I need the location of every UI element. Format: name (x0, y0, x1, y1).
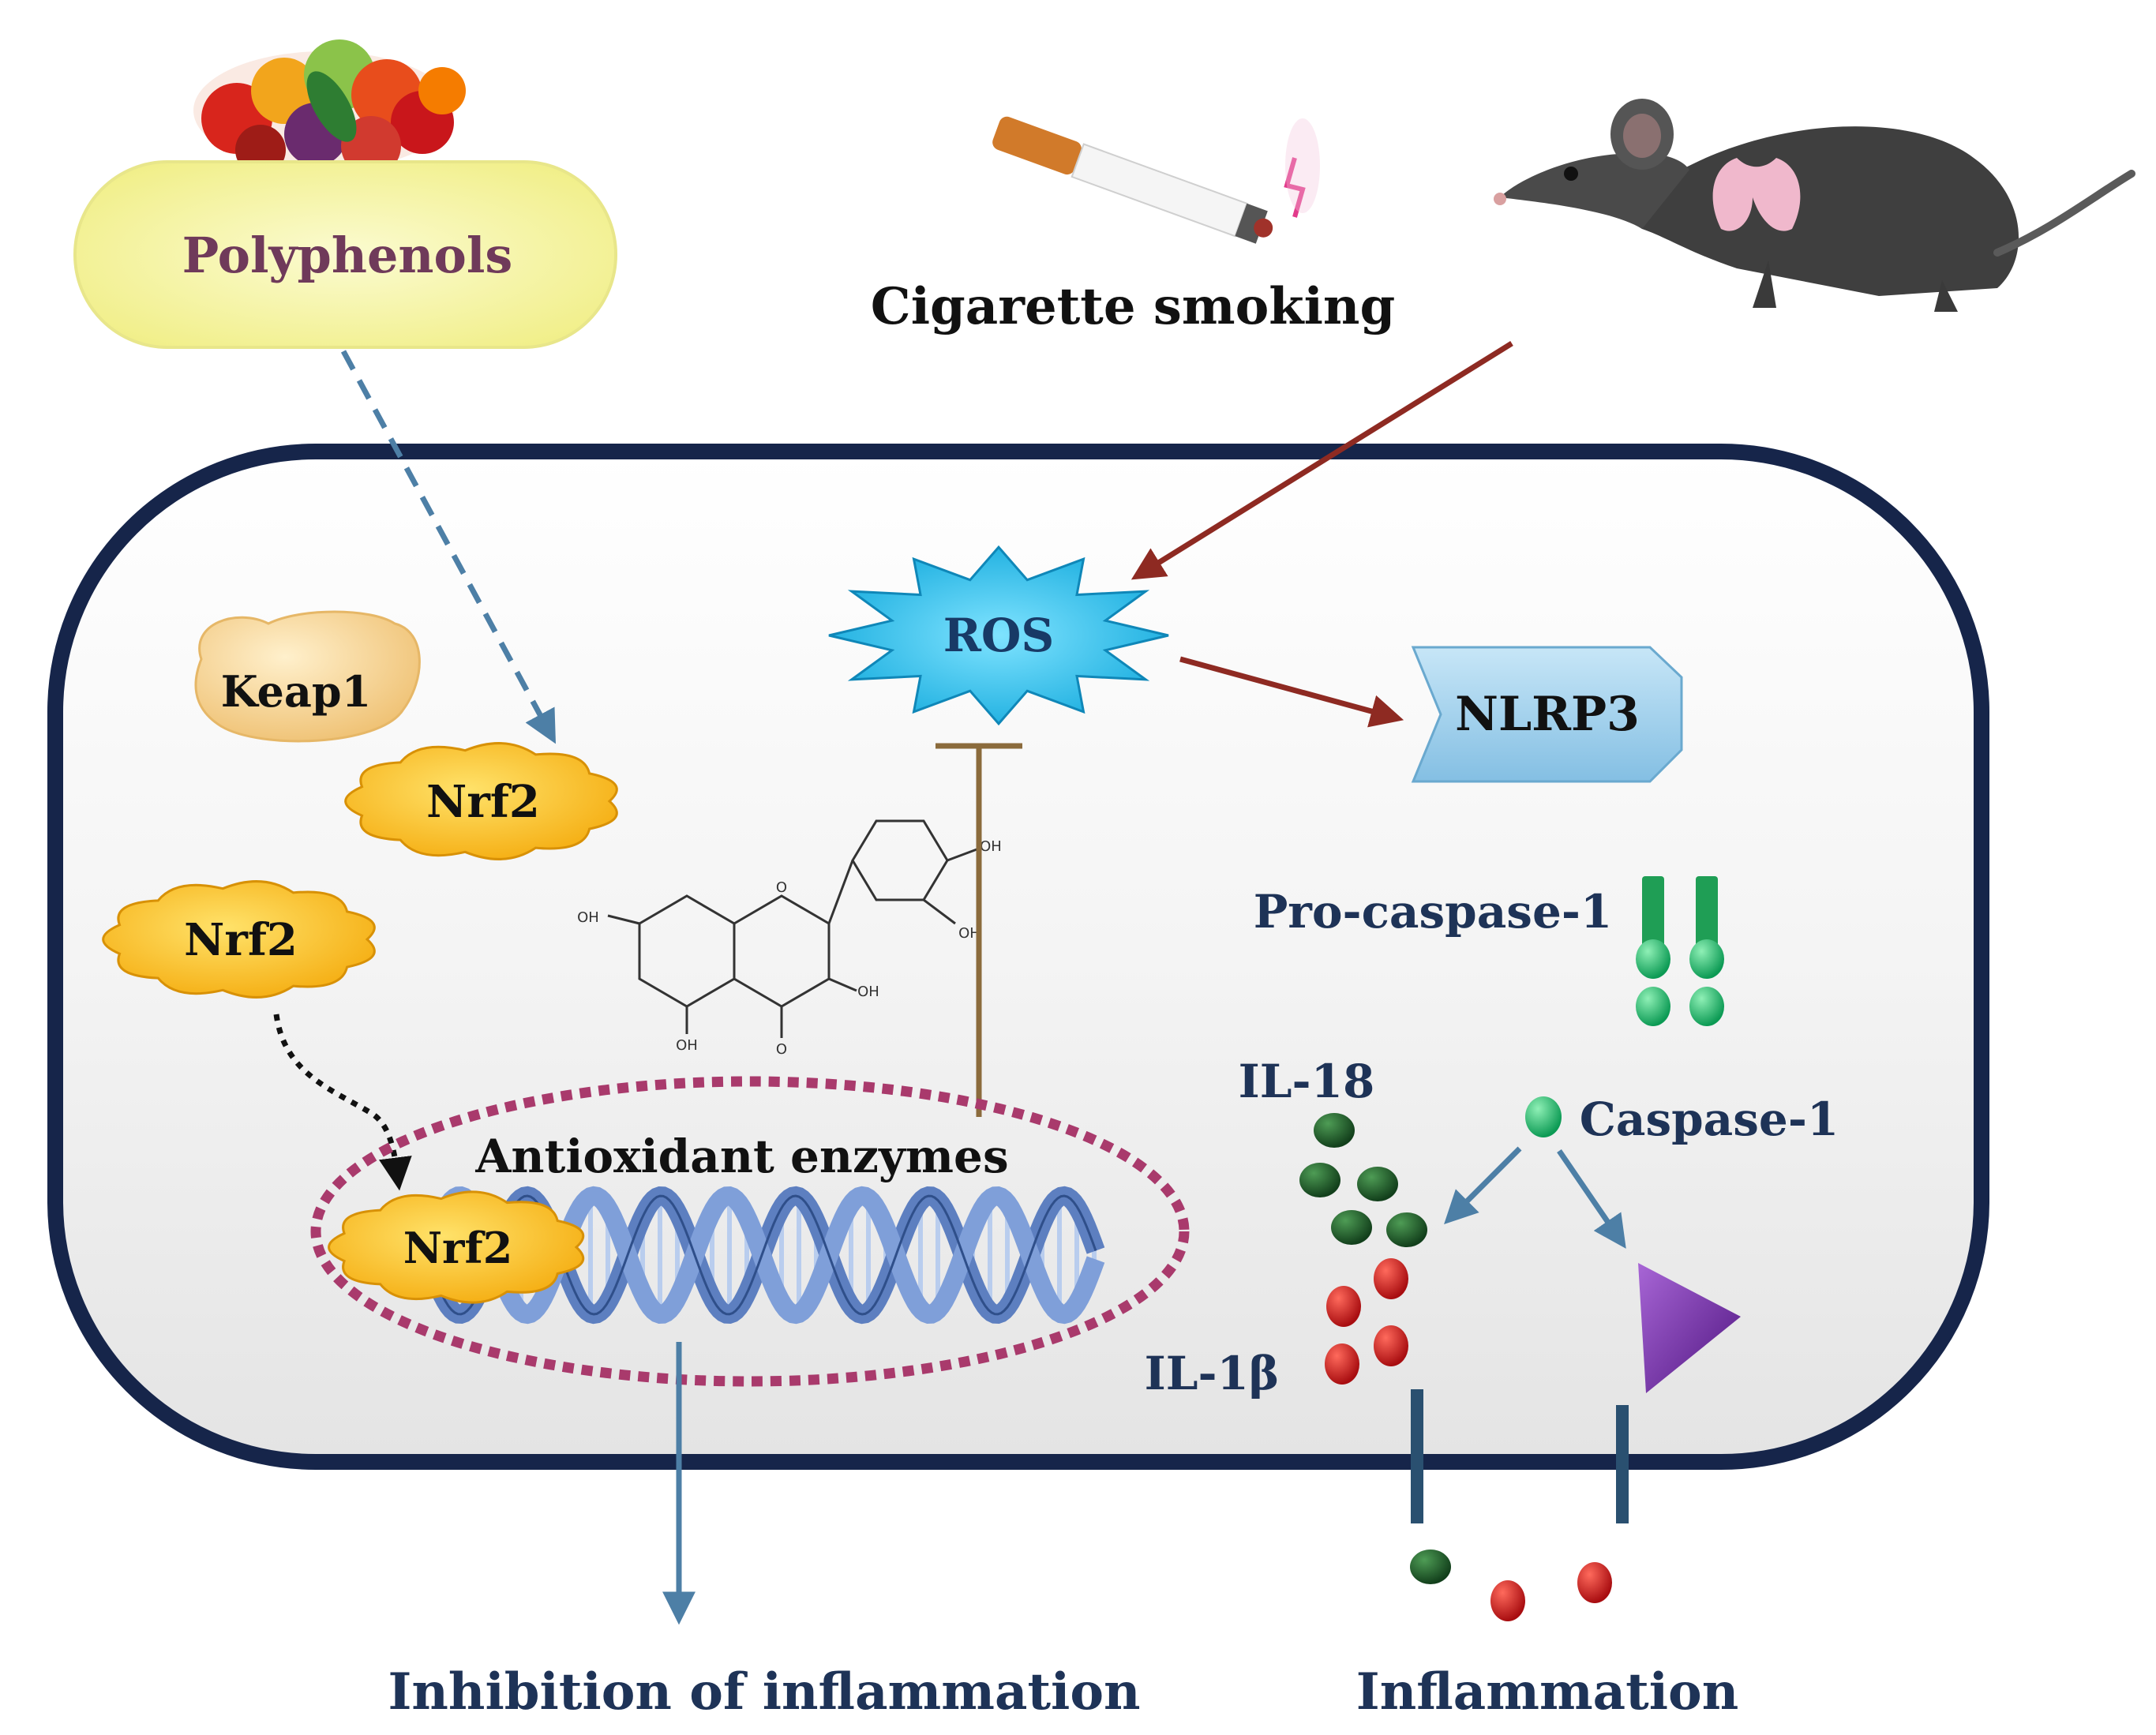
caspase-to-pyroptosis-arrow (1557, 1149, 1626, 1249)
ros-label: ROS (943, 609, 1055, 662)
nrf2-node-middle: Nrf2 (102, 880, 376, 999)
mouse-icon (1494, 99, 2135, 312)
cigarette-smoking-label: Cigarette smoking (871, 277, 1395, 336)
nlrp3-node: NLRP3 (1411, 646, 1683, 783)
pro-caspase-1-label: Pro-caspase-1 (1254, 885, 1613, 939)
antioxidant-enzymes-label: Antioxidant enzymes (474, 1130, 1008, 1183)
caspase-1-label: Caspase-1 (1580, 1092, 1839, 1146)
svg-text:OH: OH (980, 838, 1002, 855)
nrf2-to-nucleus-arrow (273, 1014, 412, 1191)
svg-text:O: O (776, 1041, 787, 1058)
keap1-node: Keap1 (194, 610, 421, 743)
svg-text:O: O (776, 879, 787, 896)
svg-text:OH: OH (958, 925, 981, 942)
svg-text:OH: OH (676, 1037, 698, 1054)
smoke-to-ros-arrow (1130, 341, 1513, 580)
nrf2-label-upper: Nrf2 (426, 776, 540, 828)
svg-text:OH: OH (577, 909, 599, 926)
ros-to-nlrp3-arrow (1179, 656, 1404, 728)
nrf2-node-nucleus: Nrf2 (328, 1190, 585, 1304)
il-18-label: IL-18 (1239, 1055, 1375, 1108)
caspase-to-cytokines-arrow (1444, 1146, 1522, 1224)
flavonoid-structure (607, 819, 980, 1038)
inflammation-label: Inflammation (1356, 1662, 1738, 1722)
antioxidant-inhibits-ros (936, 743, 1022, 1117)
nucleus (310, 1076, 1190, 1387)
polyphenols-to-nrf2-arrow (340, 350, 556, 744)
nlrp3-label: NLRP3 (1455, 687, 1640, 742)
il-1b-label: IL-1β (1145, 1347, 1280, 1400)
polyphenols-node: Polyphenols (73, 160, 617, 349)
membrane-gates (1411, 1389, 1629, 1523)
il-1b-particles (1325, 1258, 1408, 1385)
nrf2-label-nucleus: Nrf2 (403, 1223, 513, 1273)
nrf2-label-middle: Nrf2 (184, 914, 298, 966)
il-18-particles (1299, 1113, 1427, 1247)
nrf2-node-upper: Nrf2 (344, 742, 618, 860)
keap1-label: Keap1 (221, 666, 371, 717)
inhibition-of-inflammation-label: Inhibition of inflammation (388, 1662, 1140, 1722)
svg-text:OH: OH (857, 984, 879, 1000)
ros-node: ROS (828, 545, 1169, 726)
polyphenols-label: Polyphenols (182, 227, 513, 284)
flavonoid-labels: OH OH OH OH OH O O (577, 838, 1002, 1058)
pro-caspase-1-icon (1636, 876, 1724, 1026)
dna-strand (417, 1186, 1105, 1325)
fruits-illustration (193, 39, 466, 176)
cigarette-icon (992, 116, 1320, 244)
pyroptosis-triangle (1638, 1263, 1741, 1393)
released-cytokines (1410, 1550, 1612, 1621)
caspase-1-icon (1525, 1096, 1562, 1137)
